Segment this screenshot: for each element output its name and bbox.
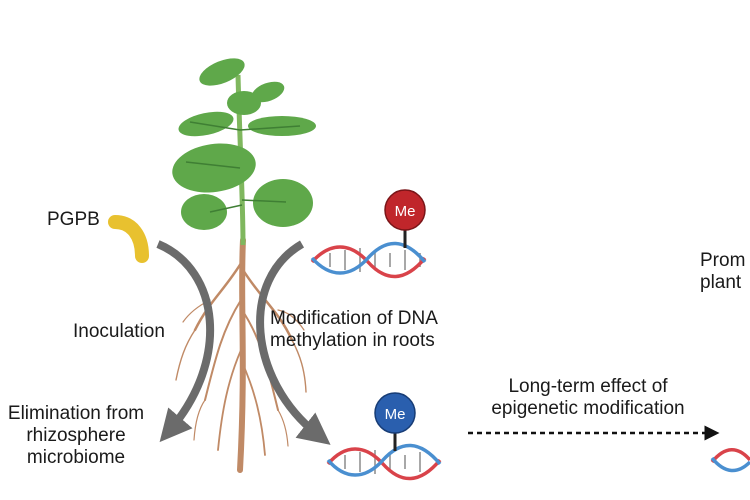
label-elimination-line1: Elimination from (7, 403, 145, 424)
dna-helix-top (310, 241, 427, 279)
methyl-group-bottom (374, 392, 416, 451)
label-modification-line1: Modification of DNA (270, 308, 438, 329)
methyl-bottom-label: Me (385, 406, 406, 423)
pgpb-bacterium (108, 215, 149, 263)
dna-helix-bottom (326, 443, 442, 481)
label-promotion-cropped: Prom plant (700, 250, 745, 294)
label-promotion-line1: Prom (700, 250, 746, 271)
label-longterm-line1: Long-term effect of (508, 376, 668, 397)
label-pgpb: PGPB (47, 209, 100, 230)
label-elimination-line2: rhizosphere (26, 425, 126, 446)
label-inoculation: Inoculation (73, 321, 165, 342)
label-elimination-line3: microbiome (26, 447, 126, 468)
label-modification-line2: methylation in roots (270, 330, 435, 351)
plant-leaves (172, 58, 316, 230)
label-modification: Modification of DNA methylation in roots (270, 308, 438, 352)
label-longterm-line2: epigenetic modification (491, 398, 685, 419)
methyl-group-top (384, 189, 426, 248)
arrow-inoculation-elimination (156, 240, 215, 443)
label-promotion-line2: plant (700, 272, 742, 293)
dna-helix-right-partial (710, 448, 750, 473)
label-longterm: Long-term effect of epigenetic modificat… (476, 376, 700, 420)
methyl-top-label: Me (395, 203, 416, 220)
label-elimination: Elimination from rhizosphere microbiome (0, 403, 152, 469)
arrow-modification (256, 240, 331, 445)
